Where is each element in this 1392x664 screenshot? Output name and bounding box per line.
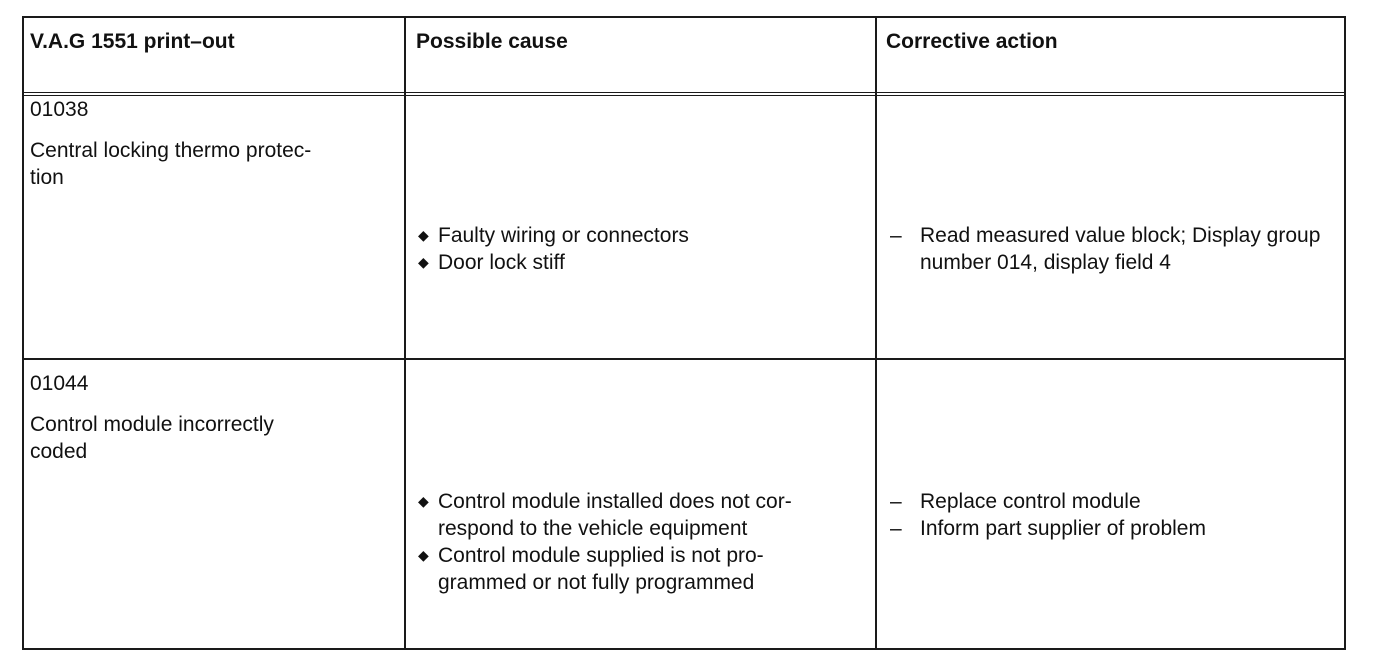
table-row-causes: ◆Faulty wiring or connectors ◆Door lock … [416,222,866,276]
diamond-bullet-icon: ◆ [418,227,429,243]
fault-code: 01044 [30,372,89,395]
list-item: –Replace control module [890,490,1141,513]
list-item: ◆Control module installed does not cor- … [418,490,792,540]
list-item: ◆Door lock stiff [418,251,565,274]
table-row-actions: –Read measured value block; Display grou… [886,222,1341,276]
diamond-bullet-icon: ◆ [418,254,429,270]
fault-code: 01038 [30,98,89,121]
dash-bullet-icon: – [890,517,902,540]
dash-bullet-icon: – [890,224,902,247]
table-row-printout: 01044 Control module incorrectly coded [30,370,396,465]
table-row-actions: –Replace control module –Inform part sup… [886,488,1341,542]
header-divider [24,92,1344,96]
list-item: ◆Faulty wiring or connectors [418,224,689,247]
list-item: –Inform part supplier of problem [890,517,1206,540]
column-divider [875,18,877,648]
table-row-causes: ◆Control module installed does not cor- … [416,488,866,596]
table-row-printout: 01038 Central locking thermo protec- tio… [30,96,396,191]
column-divider [404,18,406,648]
header-corrective-action: Corrective action [886,30,1058,53]
row-divider [24,358,1344,360]
header-printout: V.A.G 1551 print–out [30,30,235,53]
fault-description: Control module incorrectly coded [30,413,274,463]
diamond-bullet-icon: ◆ [418,547,429,563]
diamond-bullet-icon: ◆ [418,493,429,509]
fault-description: Central locking thermo protec- tion [30,139,312,189]
fault-code-table: V.A.G 1551 print–out Possible cause Corr… [22,16,1346,650]
dash-bullet-icon: – [890,490,902,513]
list-item: ◆Control module supplied is not pro- gra… [418,544,764,594]
header-possible-cause: Possible cause [416,30,568,53]
list-item: –Read measured value block; Display grou… [890,224,1321,274]
